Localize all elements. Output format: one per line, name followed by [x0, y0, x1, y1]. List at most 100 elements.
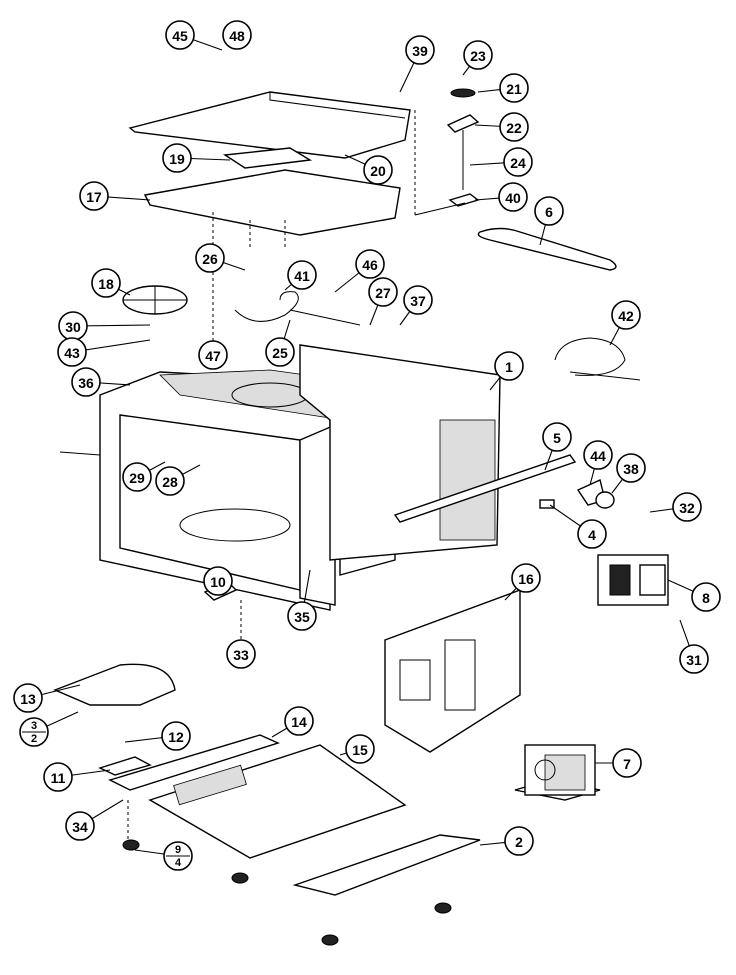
callout-37: 37	[399, 285, 433, 326]
oven-cavity-part	[59, 344, 577, 611]
callout-2: 2	[479, 826, 534, 856]
callout-circle	[355, 249, 385, 279]
callout-26: 26	[195, 243, 246, 273]
callout-43: 43	[57, 337, 151, 367]
callout-circle	[405, 35, 435, 65]
callout-31: 31	[679, 619, 709, 674]
callout-number: 40	[505, 190, 521, 206]
callout-number: 7	[623, 756, 631, 772]
power-cord-part	[554, 337, 641, 381]
callout-number: 30	[65, 319, 81, 335]
callout-25: 25	[265, 319, 295, 367]
callout-5: 5	[542, 422, 572, 471]
callout-number: 44	[590, 448, 606, 464]
callout-23: 23	[462, 40, 493, 76]
callout-circle	[203, 566, 233, 596]
callout-circle	[65, 811, 95, 841]
callout-number: 17	[86, 189, 102, 205]
hardware-parts	[539, 479, 615, 509]
callout-number: 12	[168, 729, 184, 745]
callout-29: 29	[122, 461, 166, 492]
callout-number: 15	[352, 742, 368, 758]
callout-circle	[345, 734, 375, 764]
callout-number: 39	[412, 43, 428, 59]
callout-number: 35	[294, 609, 310, 625]
callout-17: 17	[79, 181, 151, 211]
wire-harness-part	[234, 291, 361, 326]
callout-27: 27	[368, 277, 398, 326]
callout-number: 11	[51, 770, 66, 786]
callout-number: 21	[506, 81, 522, 97]
callout-circle	[616, 453, 646, 483]
callout-circle	[463, 40, 493, 70]
callout-1: 1	[489, 351, 524, 391]
base-plate-part	[98, 734, 481, 946]
callout-number: 20	[370, 163, 386, 179]
callout-number: 29	[129, 470, 145, 486]
callout-number: 22	[506, 120, 522, 136]
callout-number: 1	[505, 359, 513, 375]
callout-number: 36	[78, 375, 94, 391]
callout-circle	[13, 683, 43, 713]
callout-number: 18	[98, 276, 114, 292]
callout-circle	[511, 563, 541, 593]
callout-47: 47	[198, 340, 228, 370]
callout-number: 48	[229, 28, 245, 44]
callout-number: 24	[510, 155, 526, 171]
callout-8: 8	[667, 579, 721, 612]
callout-39: 39	[399, 35, 435, 93]
callout-circle	[672, 492, 702, 522]
back-panel-part	[384, 588, 521, 753]
callout-circle	[284, 706, 314, 736]
callout-number: 32	[679, 500, 695, 516]
callout-number: 42	[618, 308, 634, 324]
belt-part	[477, 227, 617, 271]
callout-circle	[611, 300, 641, 330]
callout-33: 33	[226, 639, 256, 669]
callout-number: 38	[623, 461, 639, 477]
callout-18: 18	[91, 268, 131, 298]
callout-number: 23	[470, 48, 486, 64]
callout-circle	[155, 466, 185, 496]
callout-circle	[499, 112, 529, 142]
callout-number: 4	[588, 527, 596, 543]
callout-circle	[57, 337, 87, 367]
callout-number: 19	[169, 151, 185, 167]
callout-15: 15	[339, 734, 375, 764]
callout-circle	[287, 601, 317, 631]
callout-top-number: 9	[175, 844, 181, 856]
callout-36: 36	[71, 367, 131, 397]
callout-16: 16	[504, 563, 541, 601]
transformer-part	[514, 744, 601, 801]
callout-number: 25	[272, 345, 288, 361]
callout-number: 5	[553, 430, 561, 446]
callout-circle	[91, 268, 121, 298]
callout-48: 48	[222, 20, 252, 50]
callout-circle	[494, 351, 524, 381]
callout-11: 11	[43, 762, 111, 792]
callout-19: 19	[162, 143, 231, 173]
callout-circle	[198, 340, 228, 370]
callout-number: 33	[233, 647, 249, 663]
callout-20: 20	[344, 154, 393, 185]
callout-number: 26	[202, 251, 218, 267]
stirrer-cover-part	[53, 663, 176, 706]
callout-circle	[583, 440, 613, 470]
callout-7: 7	[595, 748, 642, 778]
callout-circle	[498, 182, 528, 212]
callout-circle	[403, 285, 433, 315]
callout-number: 37	[410, 293, 426, 309]
callout-circle	[43, 762, 73, 792]
callout-circle	[122, 462, 152, 492]
callout-number: 46	[362, 257, 378, 273]
callout-circle	[499, 73, 529, 103]
callout-bottom-number: 4	[175, 857, 182, 869]
callout-circle	[165, 20, 195, 50]
callout-28: 28	[155, 464, 201, 496]
callout-42: 42	[609, 300, 641, 346]
callout-number: 47	[205, 348, 221, 364]
magnetron-part	[597, 554, 669, 606]
callout-circle	[612, 748, 642, 778]
callout-45: 45	[165, 20, 223, 51]
